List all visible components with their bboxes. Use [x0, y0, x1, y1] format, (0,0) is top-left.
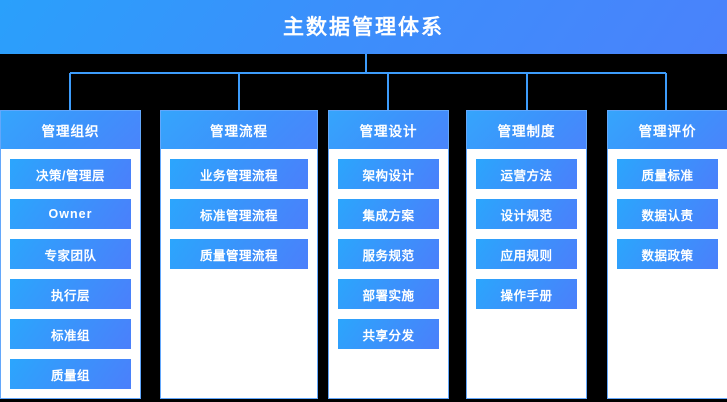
connector-tree — [69, 54, 667, 110]
column-item-list: 运营方法 设计规范 应用规则 操作手册 — [467, 149, 586, 319]
diagram-title-bar: 主数据管理体系 — [0, 0, 727, 54]
column-item-list: 决策/管理层 Owner 专家团队 执行层 标准组 质量组 — [1, 149, 140, 399]
list-item[interactable]: 设计规范 — [476, 199, 577, 229]
list-item[interactable]: 部署实施 — [338, 279, 439, 309]
list-item[interactable]: 数据认责 — [617, 199, 718, 229]
column-management-evaluation[interactable]: 管理评价 质量标准 数据认责 数据政策 — [607, 110, 727, 399]
list-item[interactable]: 集成方案 — [338, 199, 439, 229]
column-header: 管理评价 — [608, 111, 727, 149]
list-item[interactable]: 质量标准 — [617, 159, 718, 189]
column-header: 管理制度 — [467, 111, 586, 149]
list-item[interactable]: Owner — [10, 199, 131, 229]
list-item[interactable]: 决策/管理层 — [10, 159, 131, 189]
list-item[interactable]: 服务规范 — [338, 239, 439, 269]
column-header: 管理设计 — [329, 111, 448, 149]
list-item[interactable]: 运营方法 — [476, 159, 577, 189]
column-management-organization[interactable]: 管理组织 决策/管理层 Owner 专家团队 执行层 标准组 质量组 — [0, 110, 141, 399]
column-item-list: 架构设计 集成方案 服务规范 部署实施 共享分发 — [329, 149, 448, 359]
list-item[interactable]: 应用规则 — [476, 239, 577, 269]
list-item[interactable]: 共享分发 — [338, 319, 439, 349]
column-item-list: 质量标准 数据认责 数据政策 — [608, 149, 727, 279]
column-item-list: 业务管理流程 标准管理流程 质量管理流程 — [161, 149, 317, 279]
column-header: 管理流程 — [161, 111, 317, 149]
list-item[interactable]: 执行层 — [10, 279, 131, 309]
list-item[interactable]: 标准管理流程 — [170, 199, 308, 229]
list-item[interactable]: 架构设计 — [338, 159, 439, 189]
list-item[interactable]: 标准组 — [10, 319, 131, 349]
list-item[interactable]: 业务管理流程 — [170, 159, 308, 189]
list-item[interactable]: 专家团队 — [10, 239, 131, 269]
list-item[interactable]: 操作手册 — [476, 279, 577, 309]
column-header: 管理组织 — [1, 111, 140, 149]
list-item[interactable]: 质量管理流程 — [170, 239, 308, 269]
column-management-system[interactable]: 管理制度 运营方法 设计规范 应用规则 操作手册 — [466, 110, 587, 399]
column-management-process[interactable]: 管理流程 业务管理流程 标准管理流程 质量管理流程 — [160, 110, 318, 399]
list-item[interactable]: 数据政策 — [617, 239, 718, 269]
page-title: 主数据管理体系 — [283, 15, 444, 39]
column-management-design[interactable]: 管理设计 架构设计 集成方案 服务规范 部署实施 共享分发 — [328, 110, 449, 399]
list-item[interactable]: 质量组 — [10, 359, 131, 389]
